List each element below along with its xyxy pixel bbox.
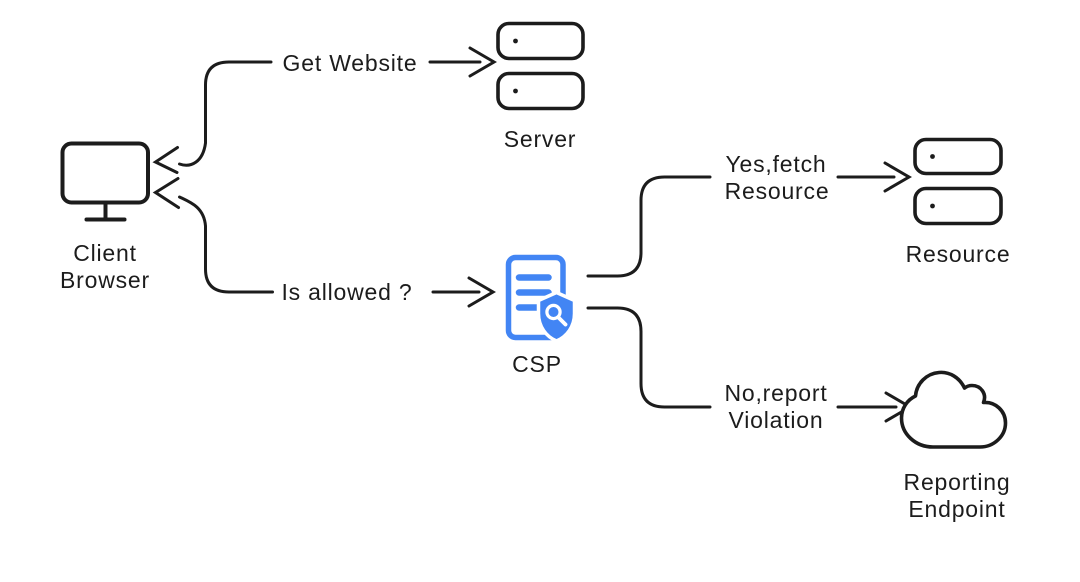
monitor-icon [60, 141, 150, 222]
server-label: Server [504, 126, 577, 152]
edge-label-is-allowed: Is allowed ? [281, 279, 412, 305]
edge-label-no-report-line1: No,report [724, 380, 827, 406]
resource-server-icon [913, 137, 1003, 226]
edge-get-website: Get Website [152, 46, 497, 174]
arrowhead-left-icon [152, 177, 180, 209]
edge-yes-fetch-resource: Yes,fetch Resource [586, 151, 912, 278]
cloud-icon [899, 370, 1008, 449]
edge-is-allowed: Is allowed ? [152, 177, 496, 308]
connector-line [178, 60, 273, 167]
resource-label: Resource [906, 241, 1011, 267]
reporting-endpoint-label-line1: Reporting [904, 469, 1011, 495]
node-server: Server [496, 21, 585, 152]
csp-label: CSP [512, 351, 562, 377]
node-reporting-endpoint: Reporting Endpoint [899, 370, 1011, 522]
node-client-browser: Client Browser [60, 141, 150, 293]
csp-document-shield-icon [505, 254, 577, 343]
node-csp: CSP [505, 254, 577, 377]
server-icon [496, 21, 585, 111]
connector-line [586, 175, 712, 278]
arrowhead-right-icon [468, 46, 497, 78]
edge-label-yes-fetch-line1: Yes,fetch [726, 151, 827, 177]
edge-label-no-report-line2: Violation [728, 407, 823, 433]
client-browser-label-line1: Client [73, 240, 137, 266]
magnifier-icon [545, 303, 562, 321]
edge-label-get-website: Get Website [283, 50, 418, 76]
client-browser-label-line2: Browser [60, 267, 150, 293]
arrowhead-left-icon [152, 146, 179, 174]
connector-line [586, 306, 712, 409]
edge-label-yes-fetch-line2: Resource [725, 178, 830, 204]
reporting-endpoint-label-line2: Endpoint [908, 496, 1005, 522]
arrowhead-right-icon [467, 276, 496, 308]
connector-line [178, 195, 274, 294]
edge-no-report-violation: No,report Violation [586, 306, 913, 433]
node-resource: Resource [906, 137, 1011, 267]
arrowhead-right-icon [883, 161, 912, 193]
